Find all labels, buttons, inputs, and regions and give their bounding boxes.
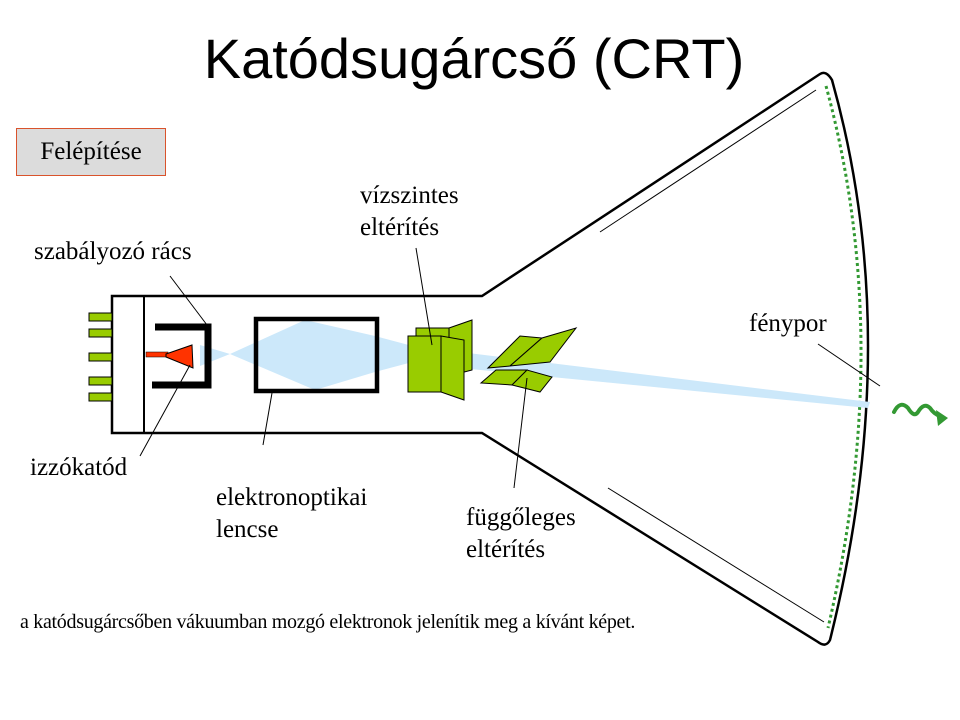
tube-outline [110, 71, 870, 646]
funnel-inner-bottom [607, 487, 825, 623]
label-electron-lens-line2: lencse [216, 516, 279, 543]
leader-cathode [139, 364, 191, 457]
vertical-deflection-plates [479, 327, 578, 393]
label-vertical-deflection-line2: eltérítés [466, 536, 546, 563]
control-grid [152, 323, 212, 389]
connector-pins [88, 312, 113, 402]
leader-phosphor [817, 343, 881, 387]
funnel-inner-top [599, 89, 817, 233]
label-vertical-deflection: függőleges eltérítés [466, 502, 576, 566]
leader-horizontal [415, 247, 433, 346]
label-horizontal-deflection: vízszintes eltérítés [360, 180, 459, 244]
page-title: Katódsugárcső (CRT) [203, 27, 745, 90]
electron-beam-lens [230, 320, 420, 390]
caption-text: a katódsugárcsőben vákuumban mozgó elekt… [20, 611, 636, 633]
label-vertical-deflection-line1: függőleges [466, 504, 576, 531]
section-badge: Felépítése [16, 128, 166, 176]
horizontal-deflection-plates [407, 319, 473, 401]
label-hot-cathode: izzókatód [30, 454, 128, 481]
electron-beam-ray [460, 352, 870, 408]
electron-lens [253, 316, 380, 394]
label-control-grid: szabályozó rács [34, 238, 192, 265]
label-phosphor: fénypor [749, 310, 827, 337]
leader-lines [139, 247, 881, 489]
label-horizontal-deflection-line2: eltérítés [360, 214, 440, 241]
cathode [145, 344, 194, 369]
emitted-light-icon [892, 402, 948, 426]
label-electron-lens-line1: elektronoptikai [216, 484, 368, 511]
phosphor-screen [824, 85, 863, 629]
leader-lens [262, 392, 273, 446]
label-electron-lens: elektronoptikai lencse [216, 482, 367, 546]
leader-vertical [513, 377, 528, 489]
leader-control-grid [169, 275, 208, 326]
label-horizontal-deflection-line1: vízszintes [360, 182, 459, 209]
